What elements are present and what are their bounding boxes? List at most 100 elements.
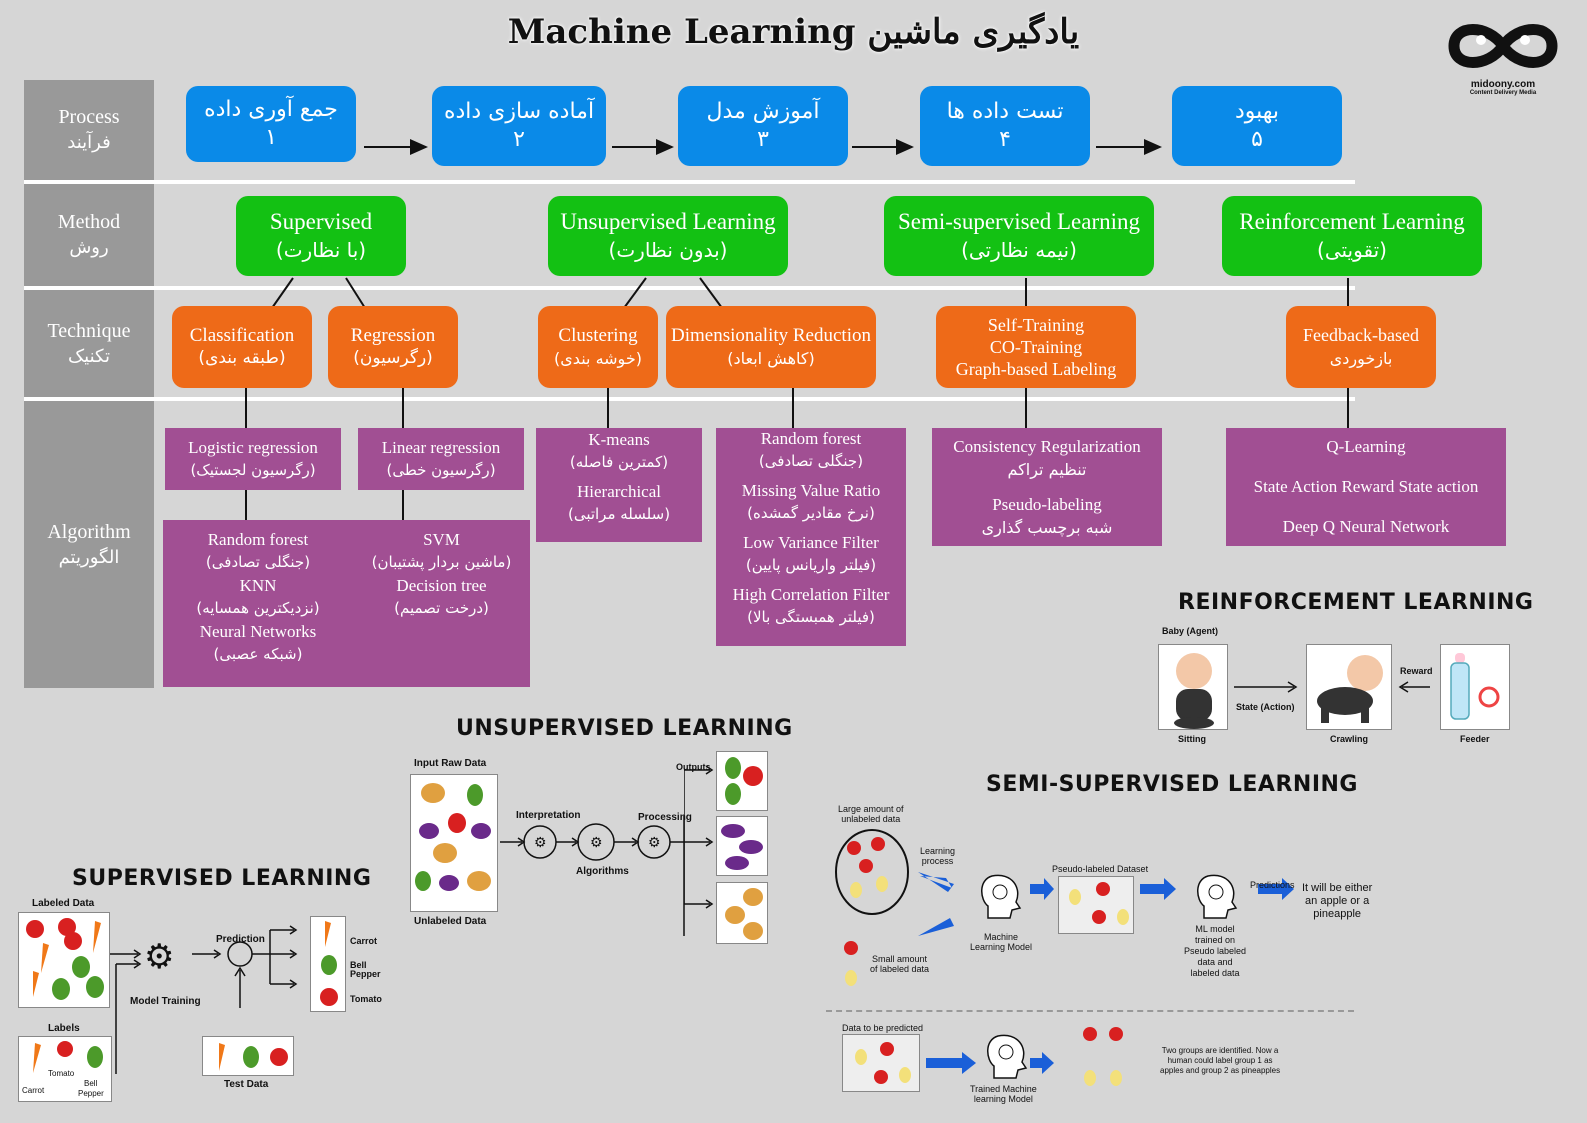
predicted-vegetables-icon <box>320 921 338 1006</box>
onion-icon <box>725 888 763 940</box>
learning-line: Learning <box>920 846 956 856</box>
groups-line: Two groups are identified. Now a <box>1161 1046 1279 1055</box>
algorithm-clustering-list: K-means (کمترین فاصله) Hierarchical (سلس… <box>536 428 702 542</box>
classification-algorithms: Random forest (جنگلی تصادفی) KNN (نزدیکت… <box>163 528 353 666</box>
technique-classification: Classification (طبقه بندی) <box>172 306 312 388</box>
output-arrows <box>684 766 714 909</box>
algorithm-en: High Correlation Filter <box>732 585 890 604</box>
tml-line: Trained Machine <box>970 1084 1037 1094</box>
sitting-baby-image <box>1158 644 1228 730</box>
algorithm-en: KNN <box>239 576 277 595</box>
method-en: Semi-supervised Learning <box>897 209 1141 234</box>
label-bell: Bell <box>84 1079 98 1088</box>
row-label-en: Technique <box>47 319 131 342</box>
process-step-number: ۵ <box>1251 127 1263 152</box>
test-vegetables-icon <box>219 1043 288 1071</box>
gear-icon: ⚙ <box>534 834 547 850</box>
algorithm-logistic-regression: Logistic regression (رگرسیون لجستیک) <box>165 428 341 490</box>
labels-image <box>18 1036 112 1102</box>
trained-model-head-icon <box>1197 874 1238 919</box>
row-label-algorithm: Algorithm الگوریتم <box>24 401 154 688</box>
groups-line: human could label group 1 as <box>1167 1056 1273 1065</box>
process-step-number: ۳ <box>757 127 769 152</box>
labeled-data-label: Labeled Data <box>32 898 95 909</box>
algorithm-classification-regression-list: Random forest (جنگلی تصادفی) KNN (نزدیکت… <box>163 520 530 687</box>
algorithm-fa: (رگرسیون خطی) <box>386 461 496 479</box>
method-fa: (با نظارت) <box>275 238 367 262</box>
output-pepper: Pepper <box>350 969 381 979</box>
grouped-fruit-icons <box>1083 1027 1123 1086</box>
result-line: It will be either <box>1302 882 1373 894</box>
connector-lines <box>245 139 1349 520</box>
regression-algorithms: SVM (ماشین بردار پشتیبان) Decision tree … <box>353 528 530 666</box>
labeled-sample-icon <box>33 1041 103 1073</box>
algorithm-linear-regression: Linear regression (رگرسیون خطی) <box>358 428 524 490</box>
logo-tagline: Content Delivery Media <box>1469 90 1537 96</box>
prediction-result: It will be either an apple or a pineappl… <box>1302 882 1372 921</box>
crawling-baby-icon <box>1317 655 1383 723</box>
interpretation-label: Interpretation <box>516 810 581 821</box>
method-fa: (بدون نظارت) <box>608 238 728 262</box>
trained-line: Pseudo labeled <box>1183 946 1247 956</box>
technique-line: Self-Training <box>987 315 1085 335</box>
algorithm-fa: (فیلتر همبستگی بالا) <box>747 608 875 626</box>
technique-fa: بازخوردی <box>1329 349 1393 368</box>
feeder-label: Feeder <box>1460 734 1490 744</box>
row-label-en: Algorithm <box>47 520 131 543</box>
algorithm-en: SVM <box>423 530 460 549</box>
gear-icon: ⚙ <box>648 834 661 850</box>
method-en: Unsupervised Learning <box>560 209 776 234</box>
row-separator <box>24 397 1355 401</box>
labeled-data-image <box>18 912 110 1008</box>
output-bell: Bell <box>350 960 367 970</box>
method-supervised: Supervised (با نظارت) <box>236 196 406 276</box>
infinity-logo-icon <box>1448 24 1558 68</box>
small-line: Small amount <box>872 954 928 964</box>
mlm-line: Machine <box>984 932 1019 942</box>
technique-semi-supervised: Self-Training CO-Training Graph-based La… <box>936 306 1136 388</box>
state-action-arrow <box>1234 681 1298 693</box>
supervised-flow: ⚙ <box>110 925 298 1074</box>
labeled-sample-icons <box>844 941 858 986</box>
learning-line: process <box>921 856 954 866</box>
prediction-output-image <box>310 916 346 1012</box>
output-carrot: Carrot <box>350 936 378 946</box>
data-to-predict-label: Data to be predicted <box>842 1023 924 1033</box>
data-to-predict-image <box>842 1034 920 1092</box>
method-en: Reinforcement Learning <box>1239 209 1465 234</box>
output-tomato: Tomato <box>350 994 382 1004</box>
row-label-fa: تکنیک <box>68 345 110 367</box>
trained-line: labeled data <box>1190 968 1240 978</box>
row-label-process: Process فرآیند <box>24 80 154 180</box>
result-line: pineapple <box>1313 908 1362 920</box>
trained-ml-model-label: Trained Machine learning Model <box>970 1084 1037 1104</box>
algorithm-en: Deep Q Neural Network <box>1282 517 1450 536</box>
small-line: of labeled data <box>870 964 930 974</box>
row-separator <box>24 180 1355 184</box>
row-label-technique: Technique تکنیک <box>24 290 154 397</box>
algorithm-en: Random forest <box>760 429 862 448</box>
trained-line: trained on <box>1194 935 1236 945</box>
technique-line: Graph-based Labeling <box>955 359 1117 379</box>
process-step-4: تست داده ها ۴ <box>920 86 1090 166</box>
unlabeled-data-ellipse <box>835 829 909 915</box>
feeder-image <box>1440 644 1510 730</box>
reinforcement-panel-title: REINFORCEMENT LEARNING <box>1178 590 1534 615</box>
method-reinforcement: Reinforcement Learning (تقویتی) <box>1222 196 1482 276</box>
learning-process-label: Learning process <box>920 846 955 866</box>
unsupervised-flow: ⚙ ⚙ ⚙ <box>500 816 685 936</box>
crawling-baby-image <box>1306 644 1392 730</box>
reward-label: Reward <box>1400 666 1433 676</box>
algorithm-en: Random forest <box>207 530 309 549</box>
logo-name: midoony.com <box>1470 79 1536 90</box>
peppers-tomato-icon <box>725 757 763 805</box>
ml-model-head-icon <box>981 874 1022 919</box>
technique-fa: (رگرسیون) <box>353 348 433 368</box>
supervised-panel-title: SUPERVISED LEARNING <box>72 866 372 891</box>
labels-label: Labels <box>48 1023 80 1034</box>
process-step-2: آماده سازی داده ۲ <box>432 86 606 166</box>
algorithm-en: Q-Learning <box>1326 437 1406 456</box>
algorithm-fa: (شبکه عصبی) <box>213 645 303 663</box>
row-label-en: Method <box>57 211 121 233</box>
sitting-baby-icon <box>1174 653 1214 729</box>
